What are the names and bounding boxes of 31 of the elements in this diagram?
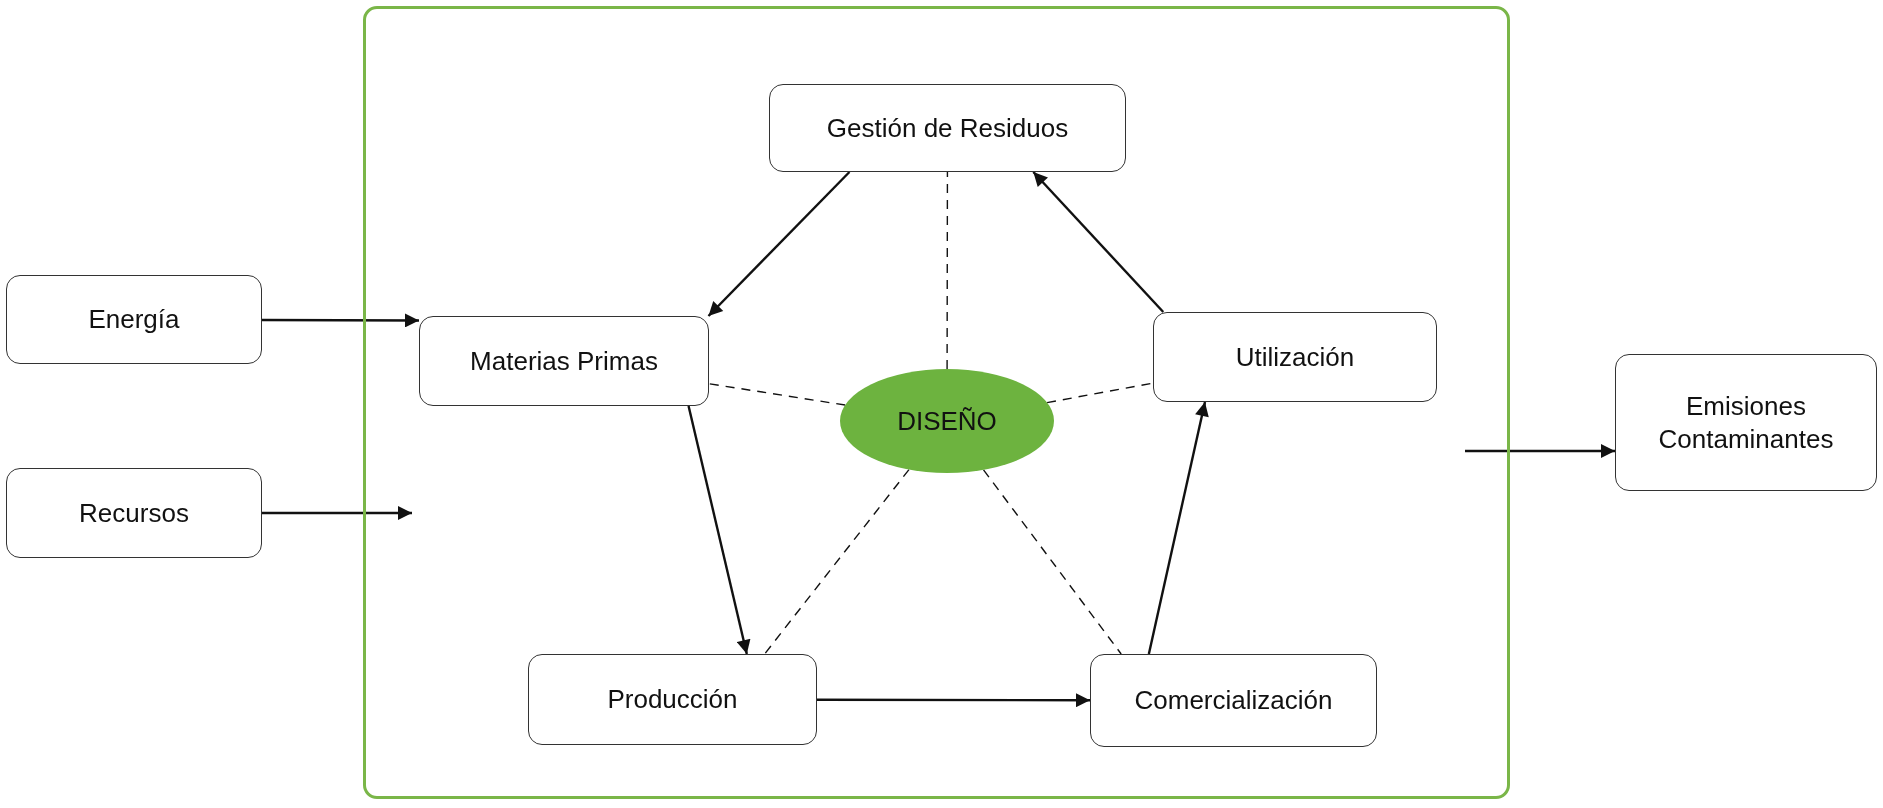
- node-label: Comercialización: [1134, 684, 1333, 717]
- process-box: [1615, 354, 1877, 491]
- node-label: Recursos: [79, 496, 189, 530]
- process-box: [769, 84, 1126, 172]
- arrow: [817, 693, 1090, 708]
- node-label: Energía: [88, 303, 180, 336]
- node-label: Emisiones Contaminantes: [1657, 390, 1835, 455]
- process-box: [528, 654, 817, 745]
- dashed-line: [708, 383, 846, 406]
- arrow: [707, 171, 851, 317]
- node-label: Producción: [607, 683, 738, 716]
- arrow: [262, 313, 419, 328]
- arrow: [687, 405, 751, 655]
- process-box: [1090, 654, 1377, 747]
- process-box: [1153, 312, 1437, 402]
- dashed-line: [982, 469, 1122, 655]
- dashed-line: [946, 171, 949, 370]
- node-label: DISEÑO: [897, 404, 997, 438]
- process-box: [6, 468, 262, 558]
- design-ellipse: [840, 369, 1054, 473]
- dashed-line: [763, 468, 910, 655]
- arrow: [1465, 444, 1615, 458]
- arrow: [1032, 171, 1165, 313]
- group-frame: [363, 6, 1510, 799]
- node-label: Utilización: [1235, 340, 1355, 374]
- arrow: [262, 506, 412, 520]
- node-label: Materias Primas: [470, 344, 658, 378]
- process-box: [419, 316, 709, 406]
- process-box: [6, 275, 262, 364]
- arrow: [1147, 401, 1209, 655]
- node-label: Gestión de Residuos: [826, 111, 1069, 145]
